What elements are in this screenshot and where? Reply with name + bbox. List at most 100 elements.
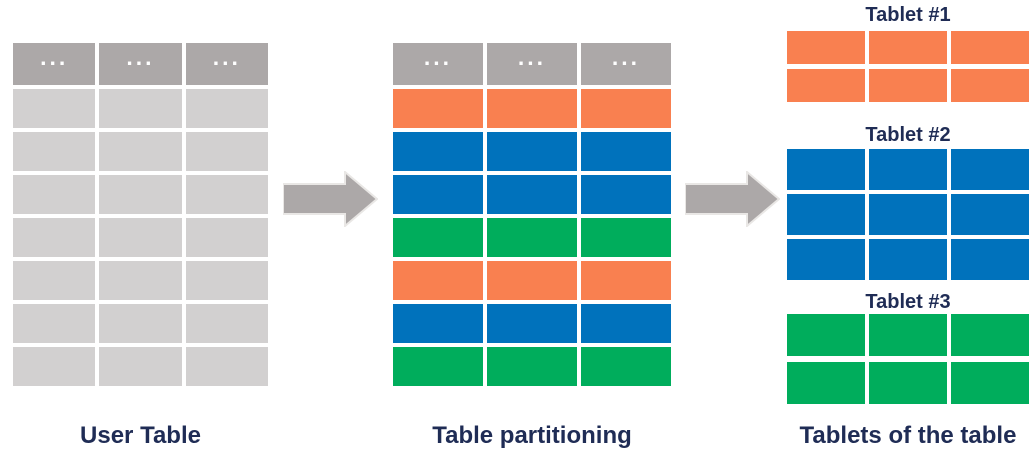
data-cell [787, 314, 865, 356]
data-cell [99, 347, 182, 386]
table-row-orange [787, 69, 1029, 102]
data-cell [13, 261, 96, 300]
data-cell [13, 132, 96, 171]
data-cell [185, 347, 268, 386]
data-cell [787, 31, 865, 64]
tablet-2-title: Tablet #2 [865, 124, 951, 146]
data-cell [951, 31, 1029, 64]
data-cell [13, 347, 96, 386]
data-cell [951, 314, 1029, 356]
data-cell [951, 362, 1029, 404]
data-cell [581, 132, 671, 171]
data-cell [393, 261, 483, 300]
table-row-green [787, 362, 1029, 404]
data-cell [869, 362, 947, 404]
data-cell [869, 194, 947, 235]
table-row-green [787, 314, 1029, 356]
data-cell [185, 304, 268, 343]
data-cell [185, 89, 268, 128]
data-cell [581, 89, 671, 128]
table-row-green [393, 218, 671, 257]
tablet-1-table [787, 31, 1029, 102]
data-cell [393, 89, 483, 128]
data-cell [869, 149, 947, 190]
data-cell [487, 175, 577, 214]
tablet-3-table [787, 314, 1029, 404]
table-row-gray [13, 175, 268, 214]
header-cell: ... [13, 43, 96, 85]
header-cell: ... [393, 43, 483, 85]
data-cell [869, 31, 947, 64]
data-cell [487, 89, 577, 128]
data-cell [581, 218, 671, 257]
table-row-orange [787, 31, 1029, 64]
data-cell [581, 304, 671, 343]
data-cell [951, 149, 1029, 190]
ellipsis-text: ... [212, 43, 241, 70]
header-cell: ... [487, 43, 577, 85]
user-table-caption: User Table [80, 422, 201, 449]
data-cell [787, 69, 865, 102]
data-cell [185, 175, 268, 214]
data-cell [185, 261, 268, 300]
data-cell [787, 149, 865, 190]
data-cell [581, 175, 671, 214]
table-row-gray [13, 132, 268, 171]
data-cell [99, 304, 182, 343]
data-cell [99, 132, 182, 171]
header-cell: ... [581, 43, 671, 85]
data-cell [487, 261, 577, 300]
table-row-orange [393, 261, 671, 300]
table-header-row: ......... [393, 43, 671, 85]
table-row-blue [393, 304, 671, 343]
data-cell [13, 218, 96, 257]
data-cell [951, 239, 1029, 280]
data-cell [393, 132, 483, 171]
table-row-orange [393, 89, 671, 128]
data-cell [99, 175, 182, 214]
table-row-gray [13, 261, 268, 300]
data-cell [393, 304, 483, 343]
data-cell [487, 132, 577, 171]
data-cell [951, 194, 1029, 235]
data-cell [99, 89, 182, 128]
table-row-blue [787, 149, 1029, 190]
data-cell [787, 362, 865, 404]
data-cell [185, 132, 268, 171]
table-header-row: ......... [13, 43, 268, 85]
data-cell [869, 239, 947, 280]
ellipsis-text: ... [517, 43, 547, 70]
data-cell [787, 194, 865, 235]
data-cell [185, 218, 268, 257]
ellipsis-text: ... [423, 43, 453, 70]
table-row-green [393, 347, 671, 386]
data-cell [581, 347, 671, 386]
data-cell [581, 261, 671, 300]
tablets-caption: Tablets of the table [799, 422, 1017, 449]
data-cell [487, 347, 577, 386]
data-cell [13, 304, 96, 343]
data-cell [951, 69, 1029, 102]
data-cell [487, 304, 577, 343]
table-row-blue [787, 239, 1029, 280]
ellipsis-text: ... [611, 43, 641, 70]
tablet-2-table [787, 149, 1029, 280]
data-cell [99, 218, 182, 257]
data-cell [869, 69, 947, 102]
arrow-right-icon [685, 171, 780, 227]
table-row-gray [13, 218, 268, 257]
data-cell [787, 239, 865, 280]
ellipsis-text: ... [40, 43, 69, 70]
data-cell [393, 175, 483, 214]
partitioned-table-caption: Table partitioning [432, 422, 632, 449]
table-row-blue [393, 175, 671, 214]
data-cell [13, 89, 96, 128]
user-table: ......... [13, 43, 268, 386]
data-cell [99, 261, 182, 300]
table-row-gray [13, 347, 268, 386]
header-cell: ... [185, 43, 268, 85]
data-cell [393, 347, 483, 386]
data-cell [393, 218, 483, 257]
table-row-gray [13, 89, 268, 128]
